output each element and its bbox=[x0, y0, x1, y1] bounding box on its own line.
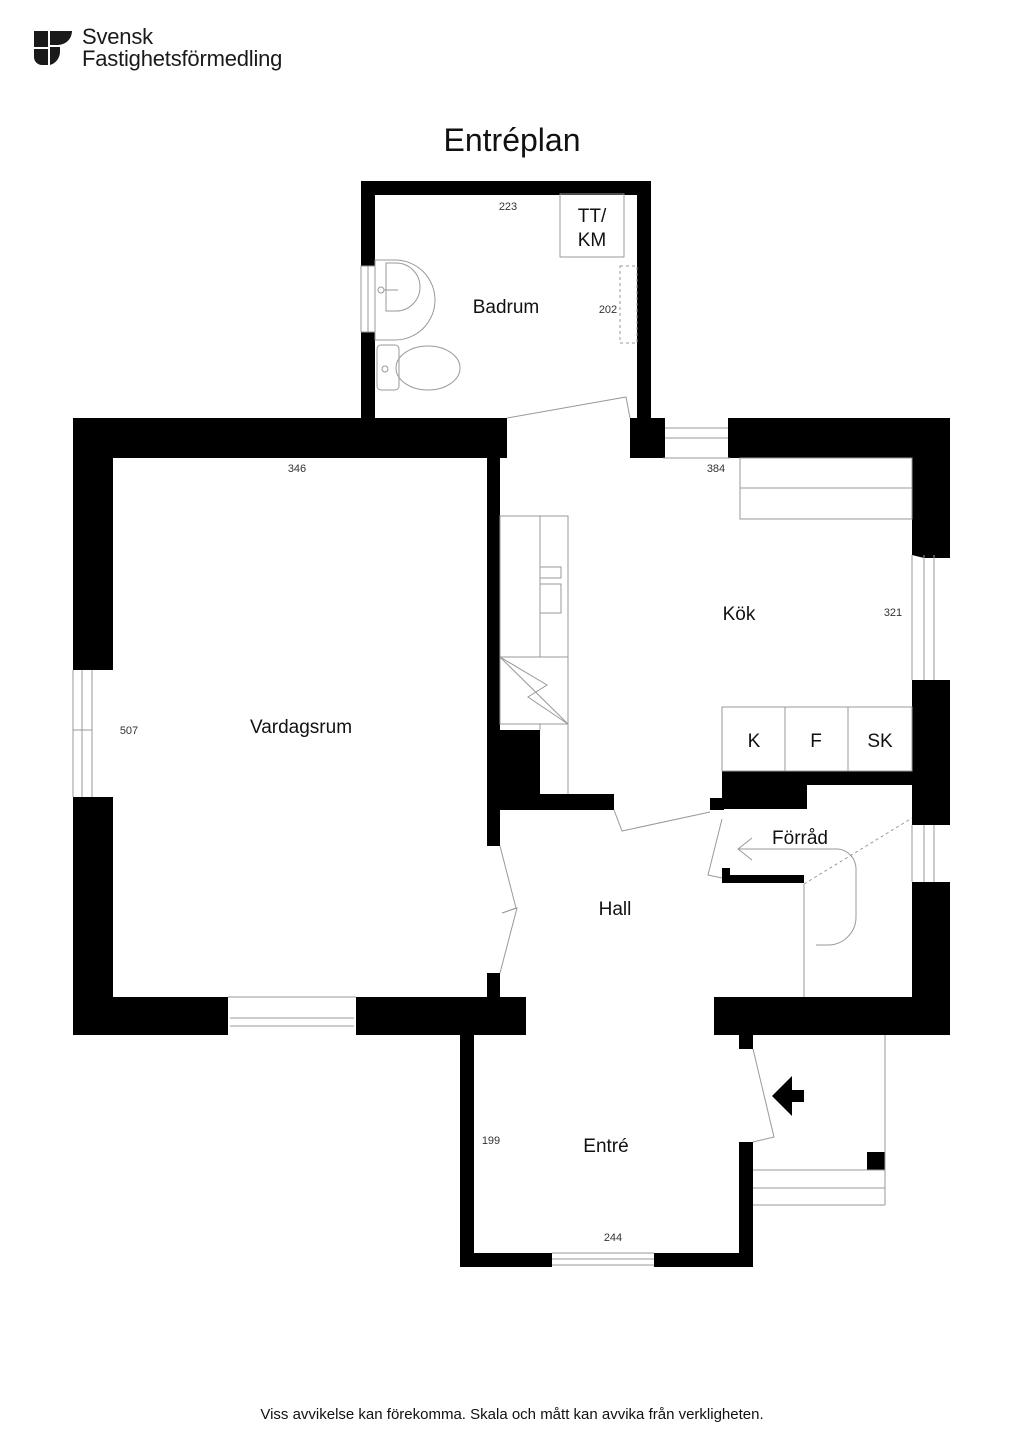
dim-kok-depth: 321 bbox=[884, 607, 902, 619]
dim-kok-width: 384 bbox=[707, 463, 725, 475]
brand-line-1: Svensk bbox=[82, 24, 153, 49]
disclaimer: Viss avvikelse kan förekomma. Skala och … bbox=[260, 1406, 764, 1423]
brand-logo: Svensk Fastighetsförmedling bbox=[32, 26, 282, 70]
appliance-f: F bbox=[810, 731, 822, 752]
dim-vardagsrum-width: 346 bbox=[288, 463, 306, 475]
room-label-hall: Hall bbox=[599, 899, 632, 920]
appliance-k: K bbox=[748, 731, 761, 752]
appliance-tt-km-line2: KM bbox=[578, 230, 607, 251]
dim-vardagsrum-depth: 507 bbox=[120, 725, 138, 737]
dim-badrum-width: 223 bbox=[499, 201, 517, 213]
fixtures bbox=[72, 193, 935, 1266]
floor-title: Entréplan bbox=[443, 122, 581, 158]
sf-logo-icon bbox=[34, 31, 72, 65]
entrance-arrow-icon bbox=[772, 1076, 804, 1116]
dim-badrum-depth: 202 bbox=[599, 304, 617, 316]
dim-entre-width: 244 bbox=[604, 1232, 622, 1244]
appliance-tt-km-line1: TT/ bbox=[578, 206, 607, 227]
dim-entre-depth: 199 bbox=[482, 1135, 500, 1147]
brand-line-2: Fastighetsförmedling bbox=[82, 46, 283, 71]
walls bbox=[73, 181, 950, 1267]
room-label-vardagsrum: Vardagsrum bbox=[250, 717, 352, 738]
room-label-kok: Kök bbox=[723, 604, 756, 625]
room-label-entre: Entré bbox=[583, 1136, 628, 1157]
room-label-badrum: Badrum bbox=[473, 297, 540, 318]
appliance-sk: SK bbox=[867, 731, 893, 752]
room-label-forrad: Förråd bbox=[772, 828, 828, 849]
